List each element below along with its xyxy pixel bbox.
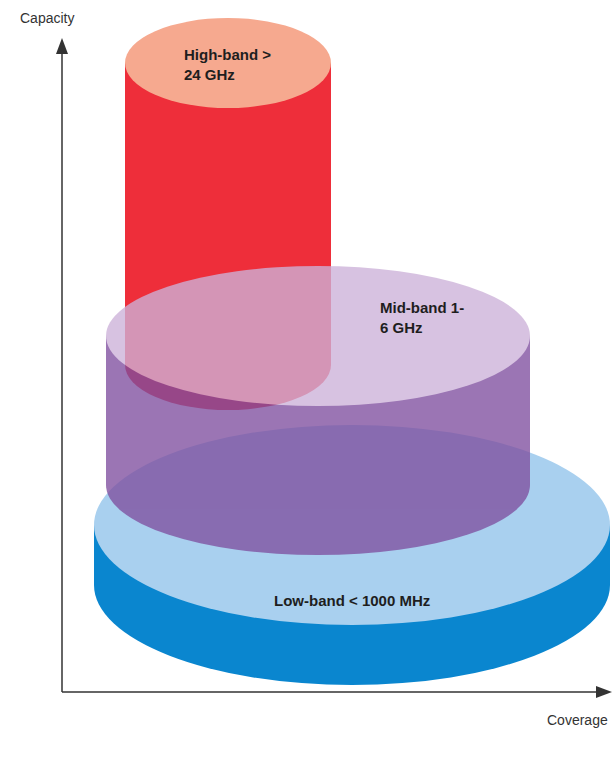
band-label: High-band > 24 GHz xyxy=(184,45,272,85)
x-axis-arrow xyxy=(596,686,612,698)
y-axis xyxy=(61,52,63,692)
y-axis-arrow xyxy=(56,38,68,54)
cylinder-shape xyxy=(106,266,530,555)
axis-label: Coverage xyxy=(547,712,608,728)
mid-band-cylinder: Mid-band 1-6 GHz xyxy=(106,266,530,555)
axis-label: Capacity xyxy=(20,10,74,26)
band-label: Mid-band 1-6 GHz xyxy=(380,298,468,338)
cylinder-top xyxy=(125,18,331,108)
x-axis xyxy=(62,691,598,693)
cylinder-top xyxy=(106,266,530,406)
band-label: Low-band < 1000 MHz xyxy=(274,591,430,611)
